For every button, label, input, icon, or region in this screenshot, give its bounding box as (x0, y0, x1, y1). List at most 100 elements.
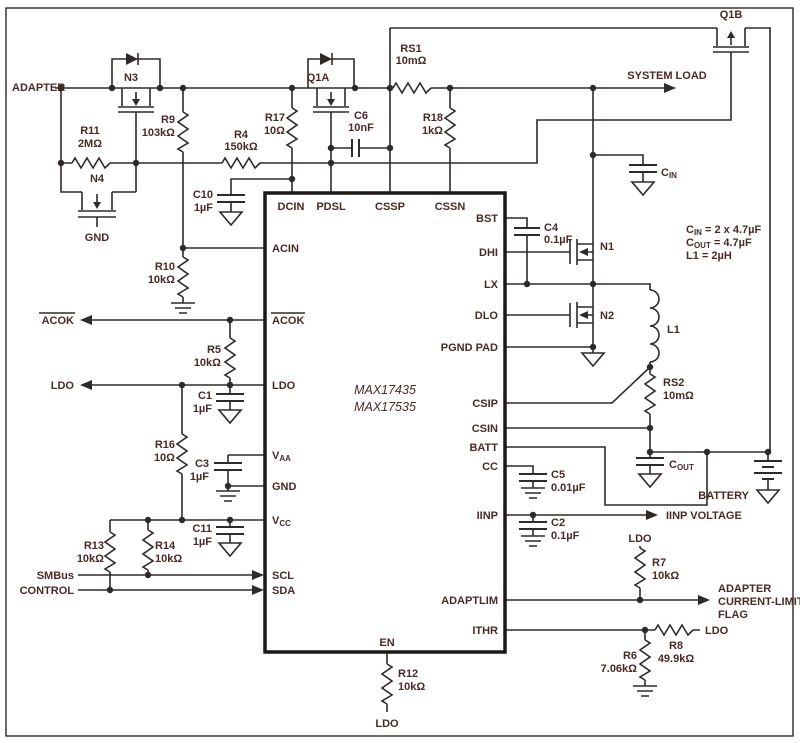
label-battery: BATTERY (698, 490, 749, 502)
label-n4: N4 (90, 173, 105, 185)
resistor-r10-glyph (176, 256, 190, 298)
label-r13: R13 (84, 540, 104, 552)
label-adapter: ADAPTER (12, 82, 65, 94)
pin-gnd: GND (272, 481, 297, 493)
label-r16: R16 (155, 439, 175, 451)
label-ldo-r8: LDO (705, 625, 729, 637)
label-c10-value: 1µF (194, 202, 213, 214)
arrows (80, 83, 710, 605)
schematic-frame (5, 7, 794, 737)
pin-ldo: LDO (272, 380, 296, 392)
transistor-n1-glyph (569, 239, 593, 265)
transistor-n2-glyph (569, 302, 593, 328)
label-r11: R11 (80, 125, 100, 137)
label-r6: R6 (623, 650, 637, 662)
capacitor-glyphs (214, 139, 664, 535)
label-control: CONTROL (20, 585, 75, 597)
ic-body (263, 191, 507, 654)
sda-arrow (252, 585, 264, 595)
pin-csip: CSIP (472, 398, 498, 410)
resistor-r8-glyph (654, 623, 694, 637)
pin-adaptlim: ADAPTLIM (441, 595, 498, 607)
resistor-r17-glyph (285, 107, 299, 149)
pin-dcin: DCIN (278, 201, 305, 213)
label-r11-value: 2MΩ (78, 138, 102, 150)
gnd-r10 (171, 302, 195, 314)
label-r9: R9 (161, 114, 175, 126)
pin-pdsl: PDSL (316, 201, 346, 213)
label-r18: R18 (423, 112, 443, 124)
pin-vcc: VCC (272, 515, 291, 528)
label-c6-value: 10nF (348, 122, 374, 134)
label-r17: R17 (265, 112, 285, 124)
gnd-battery (755, 489, 781, 505)
gnd-c5 (521, 487, 545, 499)
gnd-pgnd (580, 352, 606, 368)
label-c10: C10 (193, 189, 213, 201)
gnd-c1 (217, 409, 243, 425)
label-c2: C2 (551, 517, 565, 529)
label-c3-value: 1µF (190, 471, 209, 483)
label-r18-value: 1kΩ (422, 125, 443, 137)
pin-cc: CC (482, 461, 498, 473)
pin-sda: SDA (272, 585, 295, 597)
pin-bst: BST (476, 213, 498, 225)
capacitor-cin-glyph (629, 164, 657, 173)
ground-symbols (171, 181, 781, 697)
label-r7-value: 10kΩ (652, 570, 679, 582)
gnd-c11 (217, 542, 243, 558)
battery-symbol (754, 460, 782, 480)
transistor-glyphs (78, 28, 749, 328)
adapter-flag-arrow (698, 595, 710, 605)
label-r9-value: 103kΩ (142, 127, 175, 139)
label-r7: R7 (652, 557, 666, 569)
label-adapter-flag-3: FLAG (718, 609, 748, 621)
label-acok-out: ACOK (42, 315, 74, 327)
pin-batt: BATT (469, 442, 498, 454)
label-rs2: RS2 (663, 377, 684, 389)
label-ldo-out: LDO (51, 380, 75, 392)
label-c3: C3 (195, 458, 209, 470)
gnd-cout (637, 473, 663, 489)
pin-scl: SCL (272, 570, 294, 582)
pin-lx: LX (484, 279, 499, 291)
label-c11-value: 1µF (193, 536, 212, 548)
label-r16-value: 10Ω (154, 452, 175, 464)
resistor-r6-glyph (638, 639, 652, 681)
label-r14-value: 10kΩ (155, 553, 182, 565)
label-r8: R8 (669, 640, 683, 652)
capacitor-c6-glyph (351, 139, 360, 157)
pin-csin: CSIN (472, 423, 498, 435)
label-c6: C6 (354, 110, 368, 122)
label-adapter-flag-1: ADAPTER (718, 583, 771, 595)
transistor-q1b-glyph (713, 28, 749, 53)
label-cout: COUT (669, 459, 694, 472)
note-cout: COUT = 4.7µF (686, 237, 752, 250)
transistor-q1a-glyph (307, 53, 355, 113)
capacitor-c5-glyph (519, 473, 547, 482)
iinp-voltage-arrow (646, 510, 658, 520)
label-r14: R14 (155, 540, 176, 552)
capacitor-c10-glyph (217, 194, 245, 203)
label-n2: N2 (600, 310, 614, 322)
label-c1-value: 1µF (193, 403, 212, 415)
gnd-c3 (216, 490, 240, 502)
label-r12: R12 (398, 668, 418, 680)
label-cin: CIN (661, 167, 677, 180)
label-r10: R10 (155, 261, 175, 273)
system-load-arrow (664, 83, 676, 93)
label-c4: C4 (544, 222, 559, 234)
label-c1: C1 (198, 390, 212, 402)
label-r17-value: 10Ω (264, 125, 285, 137)
pin-cssn: CSSN (435, 201, 466, 213)
pin-dhi: DHI (479, 247, 498, 259)
resistor-r4-glyph (221, 156, 261, 170)
label-r6-value: 7.06kΩ (601, 663, 638, 675)
label-r12-value: 10kΩ (398, 681, 425, 693)
notes-block: CIN = 2 x 4.7µF COUT = 4.7µF L1 = 2µH (686, 224, 761, 262)
label-n3: N3 (124, 72, 138, 84)
pin-ithr: ITHR (472, 625, 498, 637)
pin-iinp: IINP (477, 510, 498, 522)
capacitor-cout-glyph (636, 457, 664, 466)
label-rs2-value: 10mΩ (663, 390, 694, 402)
